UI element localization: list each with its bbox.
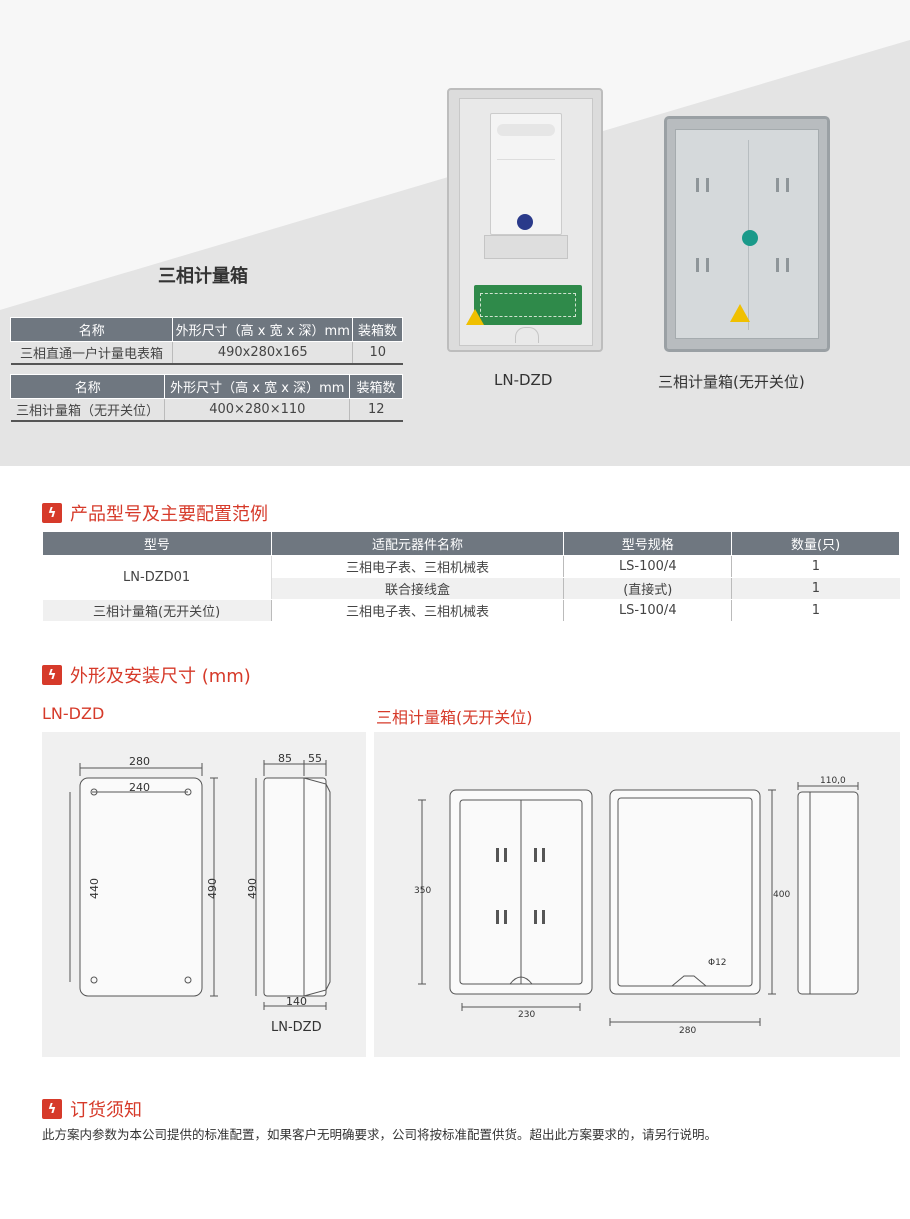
cell: 三相电子表、三相机械表 [271,555,565,578]
section-heading-dimensions: ϟ 外形及安装尺寸 (mm) [42,662,251,688]
dim-label: 490 [206,878,219,899]
section-title: 订货须知 [70,1100,142,1121]
cell: 1 [731,599,900,622]
table-row: 三相直通一户计量电表箱 490x280x165 10 [10,341,403,365]
lightning-icon: ϟ [42,665,62,685]
dim-label: 230 [518,1010,536,1020]
col-header: 名称 [9,374,166,399]
config-table: 型号 适配元器件名称 型号规格 数量(只) LN-DZD01 三相电子表、三相机… [42,531,900,622]
dim-label: 110,0 [820,776,846,786]
table-row: 三相计量箱(无开关位) 三相电子表、三相机械表 LS-100/4 1 [42,599,900,622]
cell: LS-100/4 [563,555,733,578]
dim-label: 55 [308,752,322,765]
col-header: 适配元器件名称 [270,531,565,556]
col-header: 装箱数 [352,317,403,342]
dim-label: 280 [679,1026,697,1036]
col-header: 数量(只) [731,531,900,556]
spec-table-2: 名称 外形尺寸（高 x 宽 x 深）mm 装箱数 三相计量箱（无开关位） 400… [9,374,403,422]
meter-knob-icon [517,214,533,230]
indicator-icon [742,230,758,246]
cell: LS-100/4 [563,599,733,622]
box-interior [675,129,819,339]
order-note: 此方案内参数为本公司提供的标准配置，如果客户无明确要求，公司将按标准配置供货。超… [42,1127,718,1142]
product-title: 三相计量箱 [158,266,248,287]
box-interior [459,98,593,346]
cell: 1 [731,555,900,578]
dim-label: 490 [246,878,259,899]
spec-table-1: 名称 外形尺寸（高 x 宽 x 深）mm 装箱数 三相直通一户计量电表箱 490… [9,317,403,365]
technical-drawing-three-phase-box [418,782,859,1026]
cell: 1 [731,577,900,600]
dim-label: 140 [286,995,307,1008]
drawing-caption: LN-DZD [271,1020,322,1035]
section-title: 外形及安装尺寸 (mm) [70,666,251,687]
section-heading-order: ϟ 订货须知 [42,1096,142,1122]
dim-label: Φ12 [708,958,727,968]
col-header: 外形尺寸（高 x 宽 x 深）mm [172,317,354,342]
dim-label: 440 [88,878,101,899]
cell: 400×280×110 [164,398,351,422]
table-row: LN-DZD01 三相电子表、三相机械表 LS-100/4 1 [42,555,900,600]
col-header: 型号 [42,531,272,556]
cell: 10 [352,341,403,365]
drawing-panel-right: 350 230 400 280 Φ12 110,0 [374,732,900,1057]
product-photo-three-phase-box [664,116,830,352]
drawing-panel-left: 280 240 440 490 85 55 490 140 LN-DZD [42,732,366,1057]
dim-label: 240 [129,781,150,794]
photo-caption-1: LN-DZD [494,371,553,389]
dim-label: 350 [414,886,432,896]
col-header: 名称 [9,317,174,342]
drawing-title-right: 三相计量箱(无开关位) [376,708,533,727]
col-header: 装箱数 [349,374,403,399]
cell: (直接式) [563,577,733,600]
lightning-icon: ϟ [42,503,62,523]
col-header: 型号规格 [563,531,733,556]
table-row: 三相计量箱（无开关位） 400×280×110 12 [10,398,403,422]
terminal-block-icon [474,285,582,325]
electric-meter-icon [490,113,562,235]
dim-label: 85 [278,752,292,765]
cell: 联合接线盒 [271,577,565,600]
cell: LN-DZD01 [42,555,272,600]
section-heading-config: ϟ 产品型号及主要配置范例 [42,500,268,526]
drawing-title-left: LN-DZD [42,704,105,723]
col-header: 外形尺寸（高 x 宽 x 深）mm [164,374,351,399]
technical-drawing-ln-dzd [69,760,331,1010]
lightning-icon: ϟ [42,1099,62,1119]
cell: 三相计量箱（无开关位） [10,398,166,422]
section-title: 产品型号及主要配置范例 [70,504,268,525]
dim-label: 280 [129,755,150,768]
cell: 三相计量箱(无开关位) [42,599,272,622]
cell: 12 [349,398,403,422]
table-row: 联合接线盒 (直接式) 1 [43,577,900,600]
cell: 三相电子表、三相机械表 [271,599,565,622]
cell: 490x280x165 [172,341,354,365]
photo-caption-2: 三相计量箱(无开关位) [658,373,805,391]
product-photo-ln-dzd [447,88,603,352]
dim-label: 400 [773,890,791,900]
warning-sign-icon [466,309,484,325]
cell: 三相直通一户计量电表箱 [10,341,174,365]
warning-sign-icon [730,304,750,322]
